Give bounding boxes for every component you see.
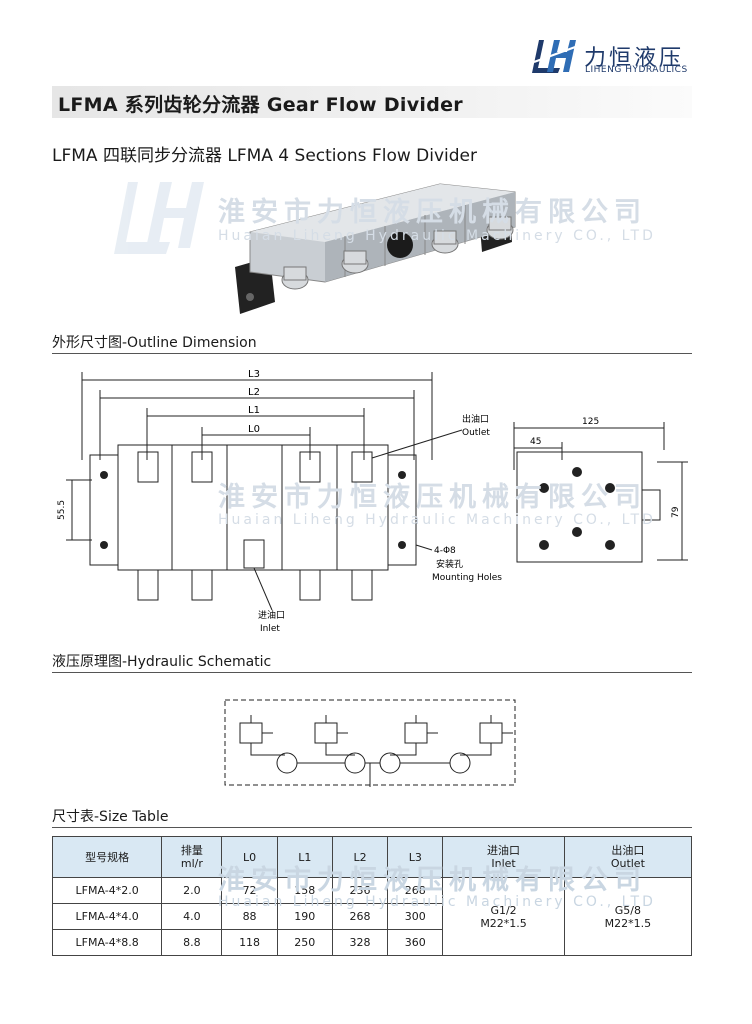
cell-l1: 250 bbox=[276, 929, 333, 956]
inlet-label-cn: 进油口 bbox=[258, 609, 285, 621]
outlet-port-size: G5/8 bbox=[614, 903, 641, 917]
table-row: LFMA-4*4.0 4.0 88 190 268 300 bbox=[51, 903, 692, 930]
cell-l2: 236 bbox=[331, 877, 389, 904]
outlet-label-en: Outlet bbox=[462, 428, 490, 438]
cell-model: LFMA-4*2.0 bbox=[51, 877, 163, 904]
outlet-thread: M22*1.5 bbox=[604, 916, 652, 930]
header-l0: L0 bbox=[221, 836, 278, 878]
cell-outlet-spec: G5/8 M22*1.5 bbox=[563, 877, 693, 956]
watermark-cn-2: 淮安市力恒液压机械有限公司 bbox=[218, 482, 647, 513]
cell-l2: 328 bbox=[331, 929, 389, 956]
cell-model: LFMA-4*8.8 bbox=[51, 929, 163, 956]
inlet-thread: M22*1.5 bbox=[480, 916, 527, 930]
header-l3: L3 bbox=[387, 836, 444, 878]
cell-l3: 300 bbox=[387, 903, 444, 930]
watermark-cn-3: 淮安市力恒液压机械有限公司 bbox=[218, 865, 647, 896]
header-l2: L2 bbox=[331, 836, 389, 878]
watermark-en-3: Huaian Liheng Hydraulic Machinery CO., L… bbox=[218, 894, 656, 910]
inlet-port-size: G1/2 bbox=[490, 903, 517, 917]
cell-displacement: 8.8 bbox=[161, 929, 223, 956]
cell-displacement: 4.0 bbox=[161, 903, 223, 930]
title-bar: LFMA 系列齿轮分流器 Gear Flow Divider bbox=[52, 86, 692, 118]
cell-l1: 190 bbox=[276, 903, 333, 930]
brand-mark-icon bbox=[532, 40, 579, 73]
outline-drawing: L3 L2 L1 L0 55.5 出油口 Outlet 4-Φ8 安装孔 Mou… bbox=[57, 369, 688, 634]
header-outlet: 出油口 Outlet bbox=[563, 836, 693, 878]
holes-spec-label: 4-Φ8 bbox=[434, 546, 456, 556]
product-photo bbox=[114, 182, 516, 314]
holes-label-en: Mounting Holes bbox=[432, 573, 502, 583]
page-subtitle: LFMA 四联同步分流器 LFMA 4 Sections Flow Divide… bbox=[52, 146, 477, 166]
header-model: 型号规格 bbox=[51, 836, 163, 878]
header-displacement-cn: 排量 bbox=[180, 844, 203, 857]
cell-displacement: 2.0 bbox=[161, 877, 223, 904]
holes-label-cn: 安装孔 bbox=[436, 558, 463, 570]
dim-side-width-label: 125 bbox=[582, 417, 599, 427]
header-l1: L1 bbox=[276, 836, 333, 878]
section-schematic-heading: 液压原理图-Hydraulic Schematic bbox=[52, 654, 272, 670]
dim-side-offset-label: 45 bbox=[530, 437, 541, 447]
cell-l0: 72 bbox=[221, 877, 278, 904]
header-inlet-cn: 进油口 bbox=[487, 844, 521, 857]
brand-name-cn: 力恒液压 bbox=[584, 46, 685, 71]
section-size-table-rule bbox=[52, 827, 692, 828]
page-title: LFMA 系列齿轮分流器 Gear Flow Divider bbox=[58, 94, 463, 116]
dim-side-height-label: 79 bbox=[671, 506, 681, 518]
header-displacement: 排量 ml/r bbox=[161, 836, 223, 878]
header-outlet-cn: 出油口 bbox=[611, 844, 645, 857]
outlet-label-cn: 出油口 bbox=[462, 413, 489, 425]
inlet-label-en: Inlet bbox=[260, 624, 280, 634]
cell-inlet-spec: G1/2 M22*1.5 bbox=[442, 877, 565, 956]
size-table: 型号规格 排量 ml/r L0 L1 L2 L3 进油口 Inlet 出油口 O… bbox=[51, 836, 693, 956]
dim-height-label: 55.5 bbox=[57, 500, 67, 520]
section-outline-heading: 外形尺寸图-Outline Dimension bbox=[52, 335, 257, 351]
cell-l3: 360 bbox=[387, 929, 444, 956]
dim-l1-label: L1 bbox=[248, 405, 260, 416]
section-outline-rule bbox=[52, 353, 692, 354]
header-outlet-en: Outlet bbox=[610, 857, 645, 870]
header-displacement-unit: ml/r bbox=[180, 857, 203, 870]
dim-l2-label: L2 bbox=[248, 387, 260, 398]
hydraulic-schematic bbox=[224, 699, 516, 787]
table-row: LFMA-4*2.0 2.0 72 158 236 268 G1/2 M22*1… bbox=[51, 877, 693, 956]
header-inlet-en: Inlet bbox=[491, 857, 516, 870]
brand-logo: 力恒液压 LIHENG HYDRAULICS bbox=[530, 38, 710, 78]
table-row: LFMA-4*8.8 8.8 118 250 328 360 bbox=[51, 929, 692, 956]
dim-l0-label: L0 bbox=[248, 424, 260, 435]
header-inlet: 进油口 Inlet bbox=[442, 836, 565, 878]
cell-l0: 118 bbox=[221, 929, 278, 956]
watermark-en: Huaian Liheng Hydraulic Machinery CO., L… bbox=[218, 228, 656, 244]
section-schematic-rule bbox=[52, 672, 692, 673]
cell-model: LFMA-4*4.0 bbox=[51, 903, 163, 930]
section-size-table-heading: 尺寸表-Size Table bbox=[52, 809, 169, 825]
dim-l3-label: L3 bbox=[248, 369, 260, 380]
brand-name-en: LIHENG HYDRAULICS bbox=[585, 65, 688, 75]
watermark-en-2: Huaian Liheng Hydraulic Machinery CO., L… bbox=[218, 512, 656, 528]
watermark-logo-icon bbox=[114, 182, 204, 254]
watermark-cn: 淮安市力恒液压机械有限公司 bbox=[218, 197, 647, 228]
